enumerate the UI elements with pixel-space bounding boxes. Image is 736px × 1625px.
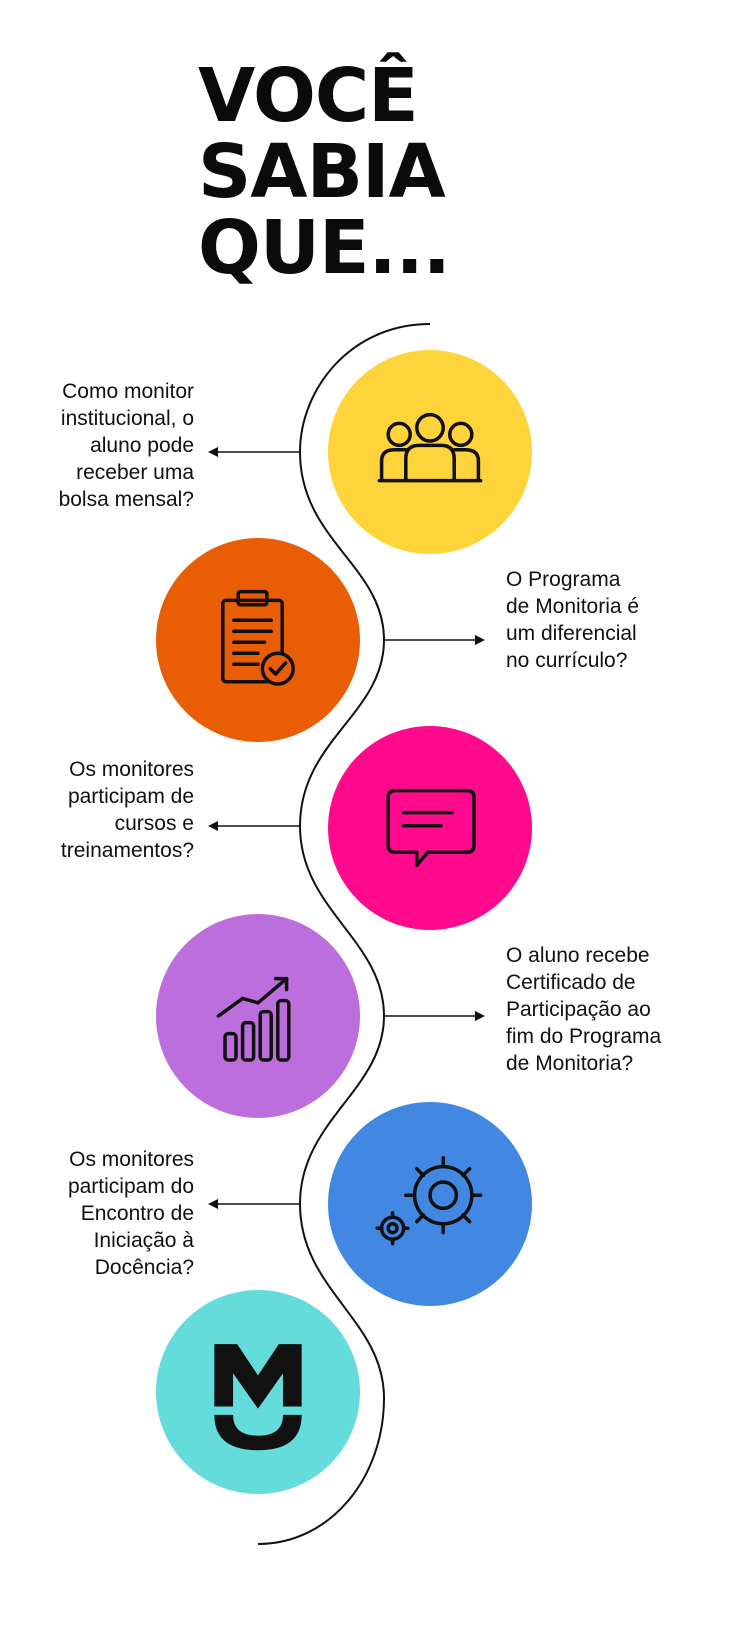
circle-item-4 <box>156 914 360 1118</box>
label-line: no currículo? <box>506 649 628 672</box>
label-line: participam do <box>67 1175 194 1198</box>
label-line: treinamentos? <box>60 839 194 862</box>
label-item-4: O aluno recebe Certificado de Participaç… <box>506 942 706 1077</box>
label-line: O Programa <box>506 568 621 591</box>
label-line: O aluno recebe <box>506 944 650 967</box>
clipboard-check-icon <box>221 589 295 686</box>
gears-icon <box>375 1156 483 1246</box>
label-item-2: O Programa de Monitoria é um diferencial… <box>506 566 706 674</box>
label-line: fim do Programa <box>506 1025 662 1048</box>
label-line: bolsa mensal? <box>58 488 194 511</box>
label-line: Docência? <box>94 1256 194 1279</box>
label-line: de Monitoria é <box>506 595 640 618</box>
label-line: Certificado de <box>506 971 636 994</box>
winding-line <box>257 323 431 1545</box>
label-line: Encontro de <box>80 1202 194 1225</box>
label-line: Participação ao <box>506 998 651 1021</box>
group-icon <box>377 412 483 483</box>
label-line: Iniciação à <box>93 1229 194 1252</box>
label-item-3: Os monitores participam de cursos e trei… <box>16 756 194 864</box>
label-line: um diferencial <box>506 622 637 645</box>
circle-item-3 <box>328 726 532 930</box>
title-line-3: QUE... <box>198 205 451 291</box>
chat-bubble-icon <box>386 788 476 868</box>
circle-item-5 <box>328 1102 532 1306</box>
label-item-5: Os monitores participam do Encontro de I… <box>16 1146 194 1281</box>
label-line: aluno pode <box>90 434 194 457</box>
label-line: institucional, o <box>60 407 194 430</box>
label-line: participam de <box>67 785 194 808</box>
title-line-2: SABIA <box>198 129 446 215</box>
label-line: Como monitor <box>62 380 194 403</box>
label-line: Os monitores <box>69 758 194 781</box>
circle-logo <box>156 1290 360 1494</box>
mu-logo-icon <box>214 1344 302 1451</box>
label-item-1: Como monitor institucional, o aluno pode… <box>16 378 194 513</box>
label-line: de Monitoria? <box>506 1052 634 1075</box>
page-title: VOCÊ SABIA QUE... <box>198 58 618 286</box>
circle-item-2 <box>156 538 360 742</box>
label-line: cursos e <box>114 812 194 835</box>
label-line: Os monitores <box>69 1148 194 1171</box>
label-line: receber uma <box>76 461 194 484</box>
circle-item-1 <box>328 350 532 554</box>
growth-chart-icon <box>216 976 291 1062</box>
title-line-1: VOCÊ <box>198 53 419 139</box>
